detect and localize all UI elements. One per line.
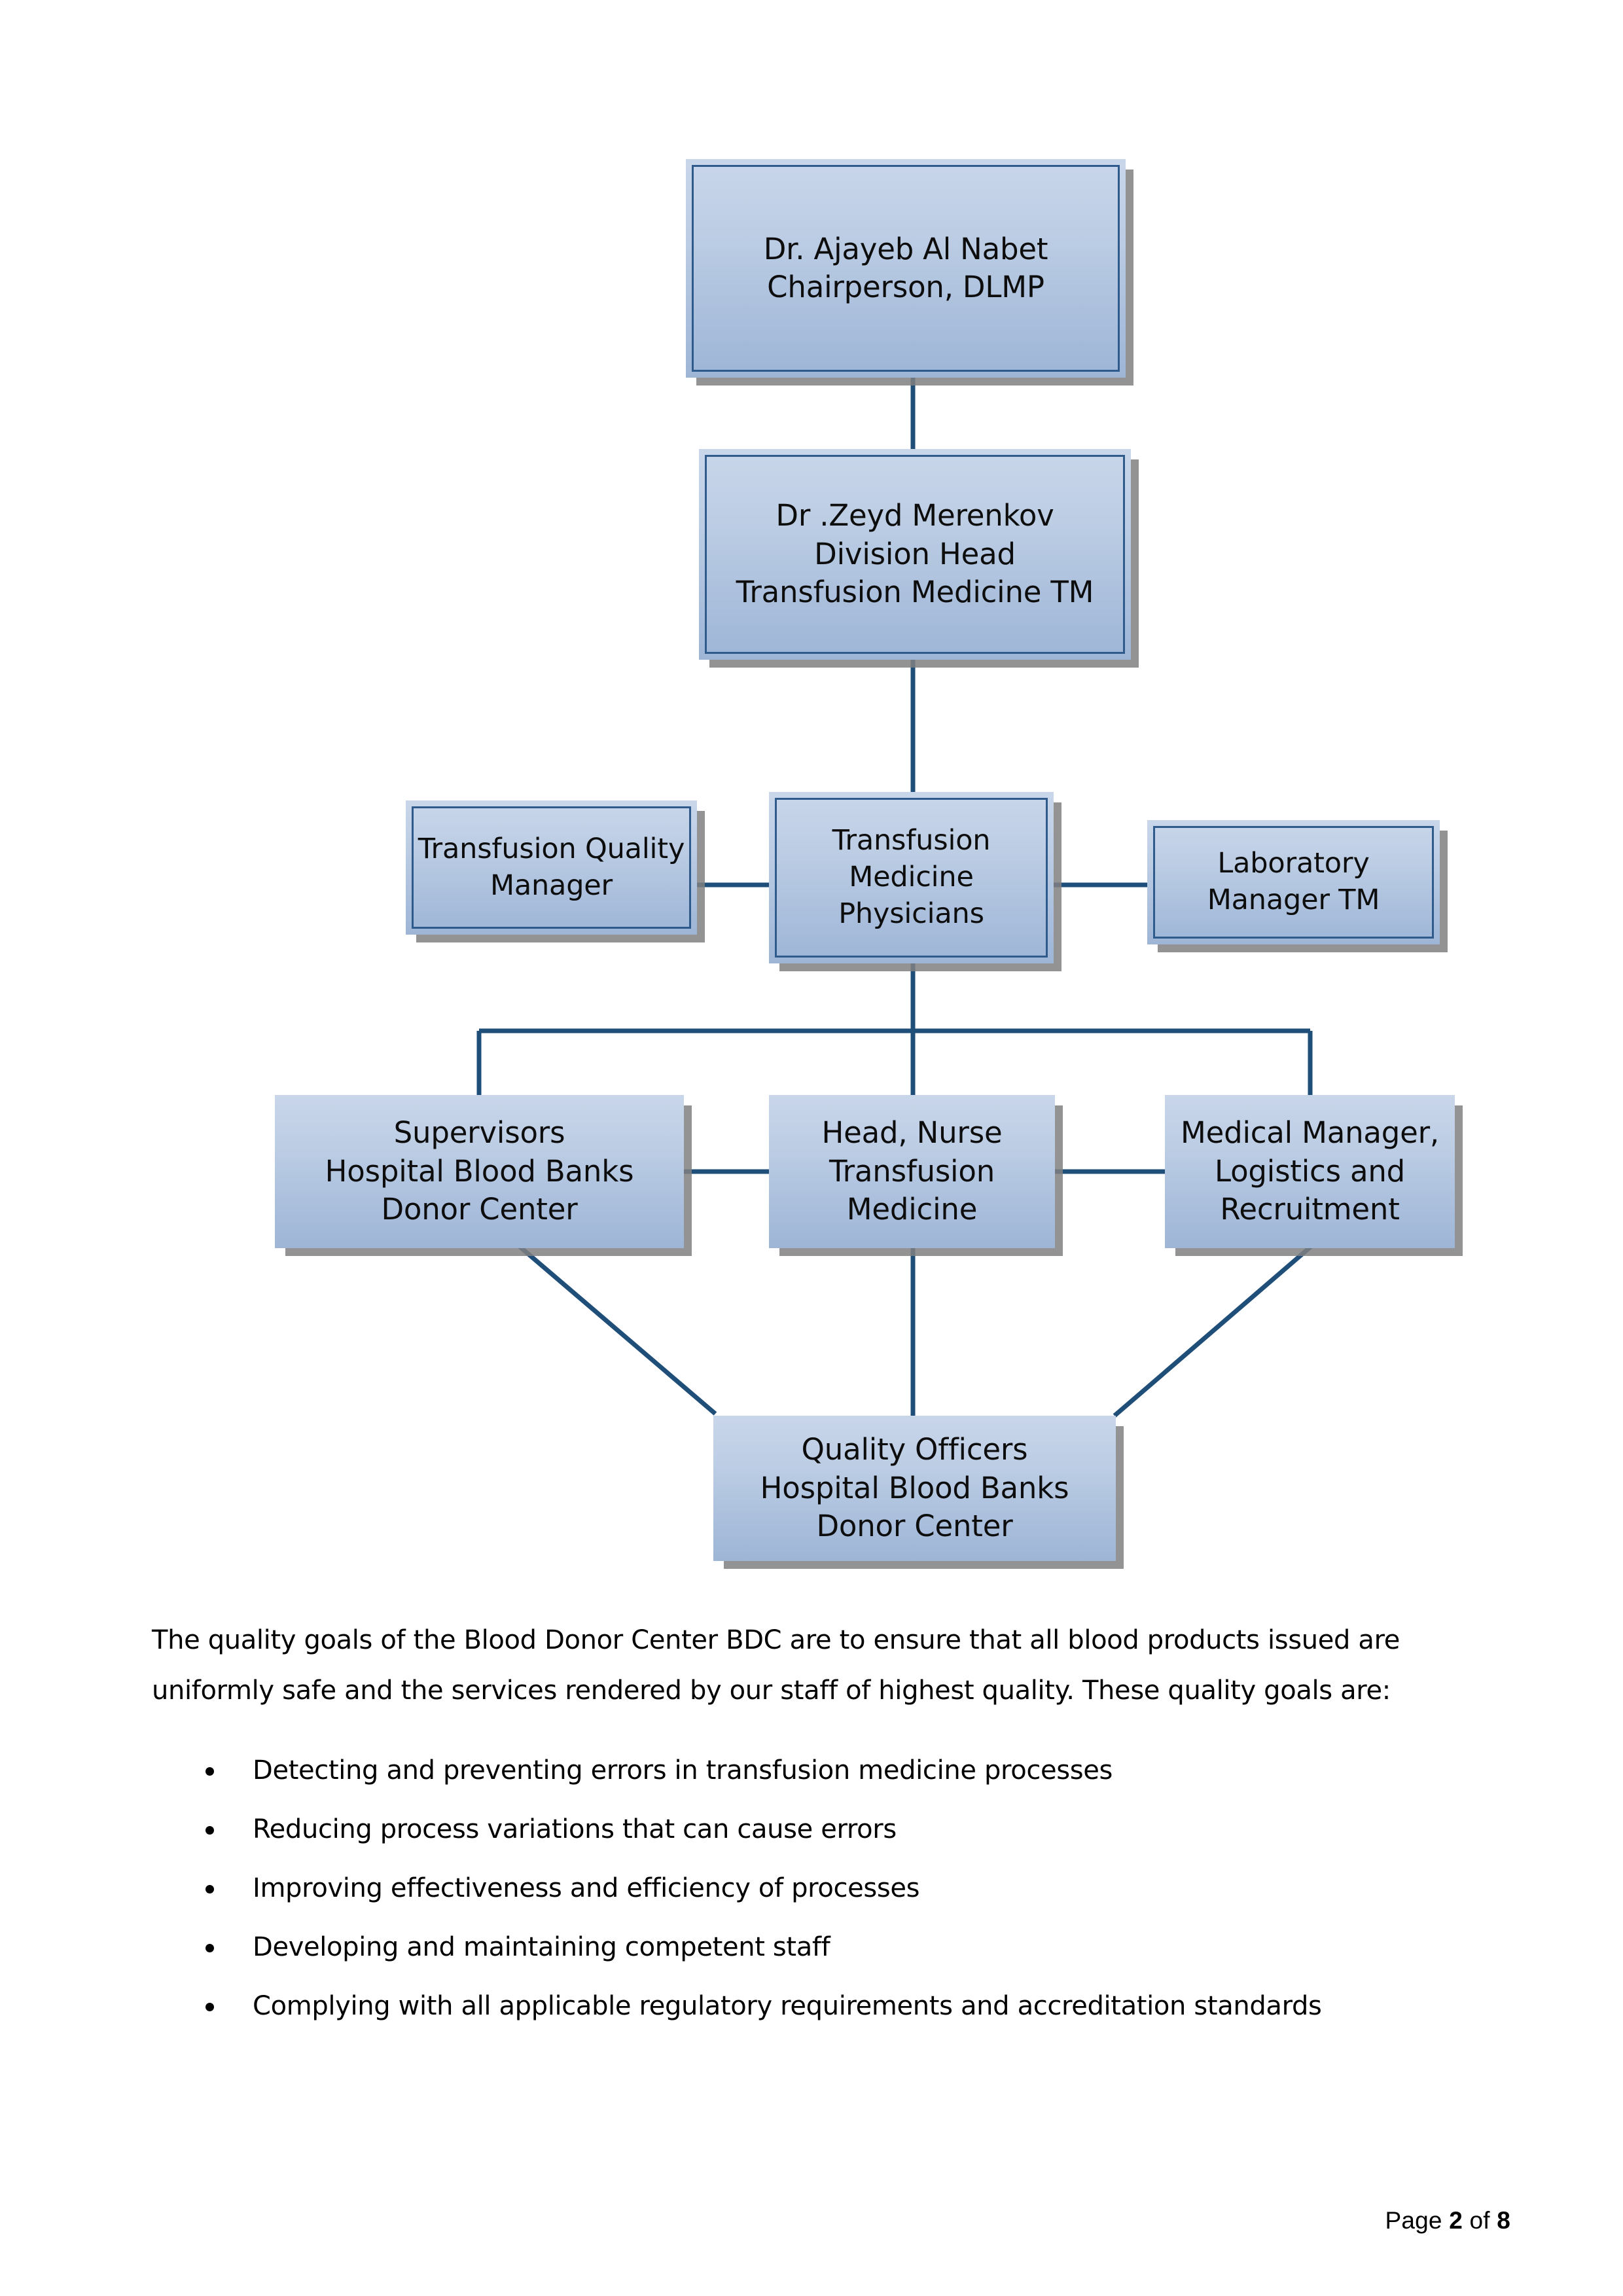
org-node-label: Supervisors Hospital Blood Banks Donor C… <box>325 1115 634 1227</box>
list-item: Detecting and preventing errors in trans… <box>152 1753 1510 1788</box>
org-node-label: Transfusion Quality Manager <box>418 832 685 902</box>
org-node-head-nurse[interactable]: Head, Nurse Transfusion Medicine <box>769 1095 1055 1248</box>
quality-goals-list: Detecting and preventing errors in trans… <box>152 1753 1510 2024</box>
org-node-quality-officers[interactable]: Quality Officers Hospital Blood Banks Do… <box>713 1416 1116 1561</box>
intro-paragraph: The quality goals of the Blood Donor Cen… <box>152 1625 1400 1706</box>
org-node-label: Quality Officers Hospital Blood Banks Do… <box>760 1432 1069 1544</box>
footer-of-label: of <box>1469 2207 1490 2234</box>
org-node-label: Transfusion Medicine Physicians <box>832 824 991 930</box>
footer-current-page: 2 <box>1449 2207 1463 2234</box>
org-node-division-head[interactable]: Dr .Zeyd Merenkov Division Head Transfus… <box>699 449 1131 660</box>
list-item: Complying with all applicable regulatory… <box>152 1988 1510 2024</box>
connector-supervisors-to-quality-officers <box>493 1224 717 1416</box>
org-node-medical-manager[interactable]: Medical Manager, Logistics and Recruitme… <box>1165 1095 1455 1248</box>
list-item: Developing and maintaining competent sta… <box>152 1929 1510 1965</box>
body-content: The quality goals of the Blood Donor Cen… <box>152 1615 1510 2047</box>
footer-page-label: Page <box>1385 2207 1442 2234</box>
org-node-label: Dr .Zeyd Merenkov Division Head Transfus… <box>736 498 1094 610</box>
org-chart-connectors <box>476 378 1314 1418</box>
org-node-chairperson[interactable]: Dr. Ajayeb Al Nabet Chairperson, DLMP <box>686 159 1126 378</box>
org-node-label: Medical Manager, Logistics and Recruitme… <box>1180 1115 1440 1227</box>
org-node-laboratory-manager[interactable]: Laboratory Manager TM <box>1147 820 1440 944</box>
org-node-supervisors[interactable]: Supervisors Hospital Blood Banks Donor C… <box>275 1095 684 1248</box>
org-node-transfusion-quality-manager[interactable]: Transfusion Quality Manager <box>406 800 697 935</box>
org-node-label: Dr. Ajayeb Al Nabet Chairperson, DLMP <box>763 231 1048 305</box>
org-node-transfusion-medicine-physicians[interactable]: Transfusion Medicine Physicians <box>769 792 1054 963</box>
org-node-label: Head, Nurse Transfusion Medicine <box>821 1115 1003 1227</box>
organizational-chart: Dr. Ajayeb Al Nabet Chairperson, DLMP Dr… <box>275 159 1455 1561</box>
connector-medical-manager-to-quality-officers <box>1113 1244 1314 1418</box>
org-node-label: Laboratory Manager TM <box>1207 847 1380 916</box>
list-item: Improving effectiveness and efficiency o… <box>152 1871 1510 1906</box>
page-footer: Page 2 of 8 <box>0 2207 1510 2234</box>
footer-total-pages: 8 <box>1497 2207 1510 2234</box>
list-item: Reducing process variations that can cau… <box>152 1812 1510 1847</box>
